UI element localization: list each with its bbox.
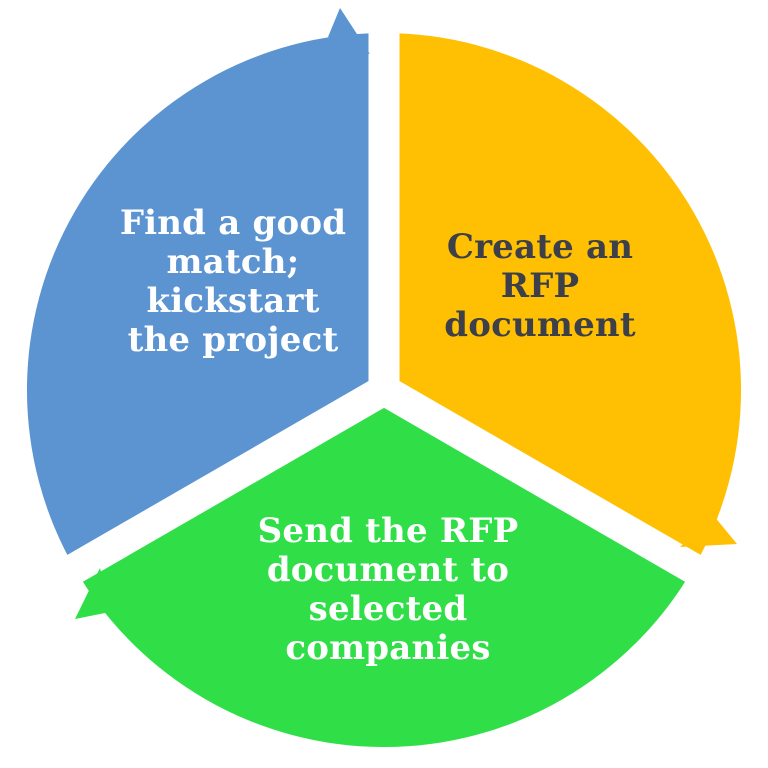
segment-dividers xyxy=(0,0,768,615)
arrowhead-send-to-find-icon xyxy=(75,568,110,619)
arrowhead-create-to-send-icon xyxy=(680,516,737,547)
divider-bottom-left xyxy=(0,376,392,629)
divider-bottom-right xyxy=(376,376,768,629)
arrowhead-find-to-create-icon xyxy=(328,8,370,54)
